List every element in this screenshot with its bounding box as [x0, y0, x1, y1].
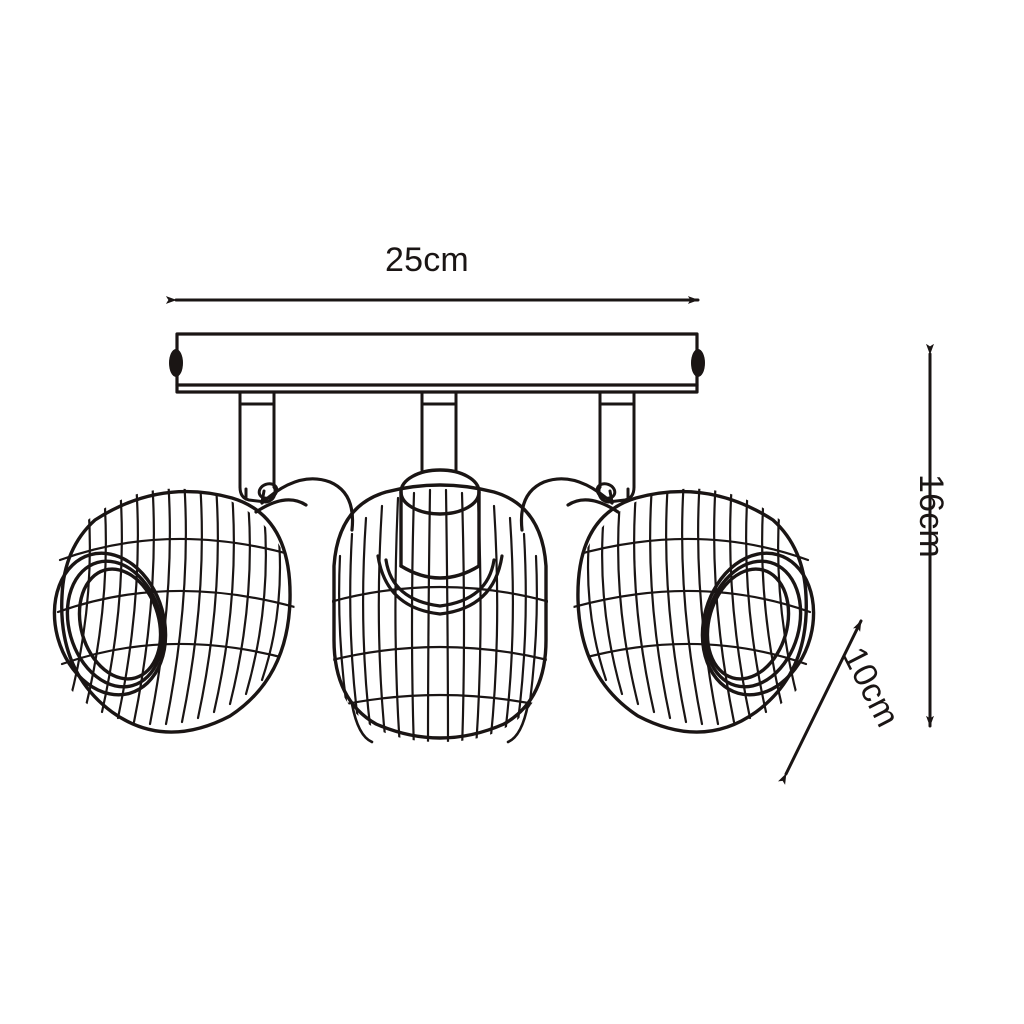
stem-center — [420, 390, 458, 472]
mount-plate — [169, 332, 705, 394]
arm-left — [254, 477, 355, 532]
spotlight-head-right — [568, 476, 816, 734]
stem-left — [238, 390, 279, 504]
spotlight-head-left — [52, 476, 300, 734]
dimension-line-depth — [777, 619, 863, 785]
spotlight-head-center — [332, 468, 548, 744]
stem-right — [595, 390, 636, 504]
dimension-label-width: 25cm — [385, 241, 469, 279]
dimension-label-height: 16cm — [912, 474, 950, 558]
